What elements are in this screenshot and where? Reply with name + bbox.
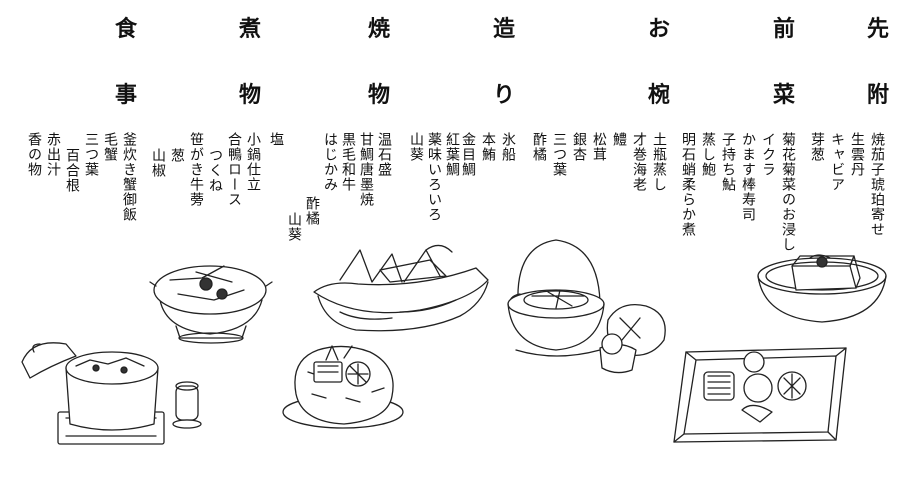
menu-item: 葱	[169, 148, 185, 163]
zensai-tray-illustration	[673, 347, 847, 443]
menu-item: 温石盛	[376, 132, 392, 177]
menu-item: 甘鯛唐墨焼	[358, 132, 374, 207]
heading-sakizuke-bottom: 附	[866, 82, 889, 108]
menu-item: つくね	[207, 148, 223, 193]
menu-item: 松茸	[591, 132, 607, 162]
heading-yakimono-top: 焼	[367, 16, 390, 42]
heading-shokuji-bottom: 事	[114, 82, 137, 108]
menu-item: 小鍋仕立	[245, 132, 261, 192]
menu-item: 黒毛和牛	[340, 132, 356, 192]
menu-item: 山葵	[408, 132, 424, 162]
menu-item: 赤出汁	[45, 132, 61, 177]
menu-item: 酢橘	[304, 196, 320, 226]
menu-item: イクラ	[760, 132, 776, 177]
menu-item: 三つ葉	[551, 132, 567, 177]
kama-rice-pot-illustration	[21, 342, 202, 445]
menu-item: 山椒	[150, 148, 166, 178]
menu-item: 薬味いろいろ	[426, 132, 442, 222]
menu-item: 子持ち鮎	[720, 132, 736, 192]
menu-item: 明石蛸柔らか煮	[680, 132, 696, 237]
heading-shokuji-top: 食	[114, 16, 137, 42]
menu-item: 本鮪	[480, 132, 496, 162]
menu-item: 銀杏	[571, 132, 587, 162]
menu-item: 鱧	[611, 132, 627, 147]
menu-item: かます棒寿司	[740, 132, 756, 222]
heading-zensai-bottom: 菜	[772, 82, 795, 108]
menu-item: 山葵	[286, 212, 302, 242]
menu-item: 笹がき牛蒡	[188, 132, 204, 207]
menu-item: 才巻海老	[631, 132, 647, 192]
menu-item: 三つ葉	[83, 132, 99, 177]
menu-item: 生雲丹	[849, 132, 865, 177]
heading-tsukuri-top: 造	[492, 16, 515, 42]
sakizuke-bowl-illustration	[757, 254, 887, 323]
menu-item: キャビア	[829, 132, 845, 192]
onjaku-stone-illustration	[282, 345, 404, 429]
menu-item: はじかみ	[322, 132, 338, 192]
menu-item: 百合根	[64, 148, 80, 193]
menu-item: 酢橘	[531, 132, 547, 162]
menu-item: 芽葱	[809, 132, 825, 162]
menu-item: 氷船	[500, 132, 516, 162]
menu-item: 釜炊き蟹御飯	[121, 132, 137, 222]
menu-item: 蒸し鮑	[700, 132, 716, 177]
menu-item: 合鴨ロース	[226, 132, 242, 207]
nabe-pot-illustration	[149, 265, 273, 344]
menu-item: 紅葉鯛	[444, 132, 460, 177]
heading-zensai-top: 前	[772, 16, 795, 42]
heading-yakimono-bottom: 物	[367, 82, 390, 108]
dobin-teapot-illustration	[507, 239, 666, 374]
menu-item: 金目鯛	[460, 132, 476, 177]
menu-item: 土瓶蒸し	[651, 132, 667, 192]
heading-sakizuke-top: 先	[866, 16, 889, 42]
menu-item: 焼茄子琥珀寄せ	[869, 132, 885, 237]
menu-item: 毛蟹	[102, 132, 118, 162]
heading-owan-top: お	[647, 16, 670, 42]
heading-nimono-top: 煮	[238, 16, 261, 42]
heading-nimono-bottom: 物	[238, 82, 261, 108]
heading-owan-bottom: 椀	[647, 82, 670, 108]
heading-tsukuri-bottom: り	[492, 82, 515, 108]
menu-item: 塩	[268, 132, 284, 147]
menu-item: 香の物	[26, 132, 42, 177]
ice-boat-illustration	[313, 244, 489, 332]
menu-item: 菊花菊菜のお浸し	[780, 132, 796, 252]
